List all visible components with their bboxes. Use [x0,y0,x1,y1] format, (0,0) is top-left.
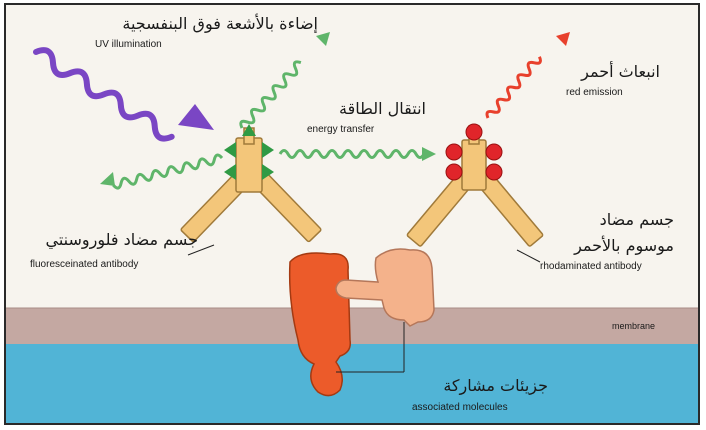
uv-illumination-arabic: إضاءة بالأشعة فوق البنفسجية [18,16,318,32]
cell-membrane [6,308,698,344]
rhodaminated-antibody-arabic-1: جسم مضاد [560,212,674,228]
associated-molecules-label: associated molecules [412,403,508,413]
red-emission-arabic: انبعاث أحمر [540,64,660,80]
membrane-label: membrane [612,322,655,331]
rhodaminated-antibody-arabic-2: موسوم بالأحمر [540,238,674,254]
red-emission-label: red emission [566,88,623,98]
rhodaminated-antibody-label: rhodaminated antibody [540,262,642,272]
uv-illumination-label: UV illumination [95,40,162,50]
energy-transfer-arabic: انتقال الطاقة [276,101,426,117]
cytoplasm-region [6,344,698,423]
associated-molecules-arabic: جزيئات مشاركة [398,378,548,394]
fluoresceinated-antibody-arabic: جسم مضاد فلوروسنتي [8,232,198,248]
fluoresceinated-antibody-label: fluoresceinated antibody [30,260,138,270]
energy-transfer-label: energy transfer [307,125,374,135]
